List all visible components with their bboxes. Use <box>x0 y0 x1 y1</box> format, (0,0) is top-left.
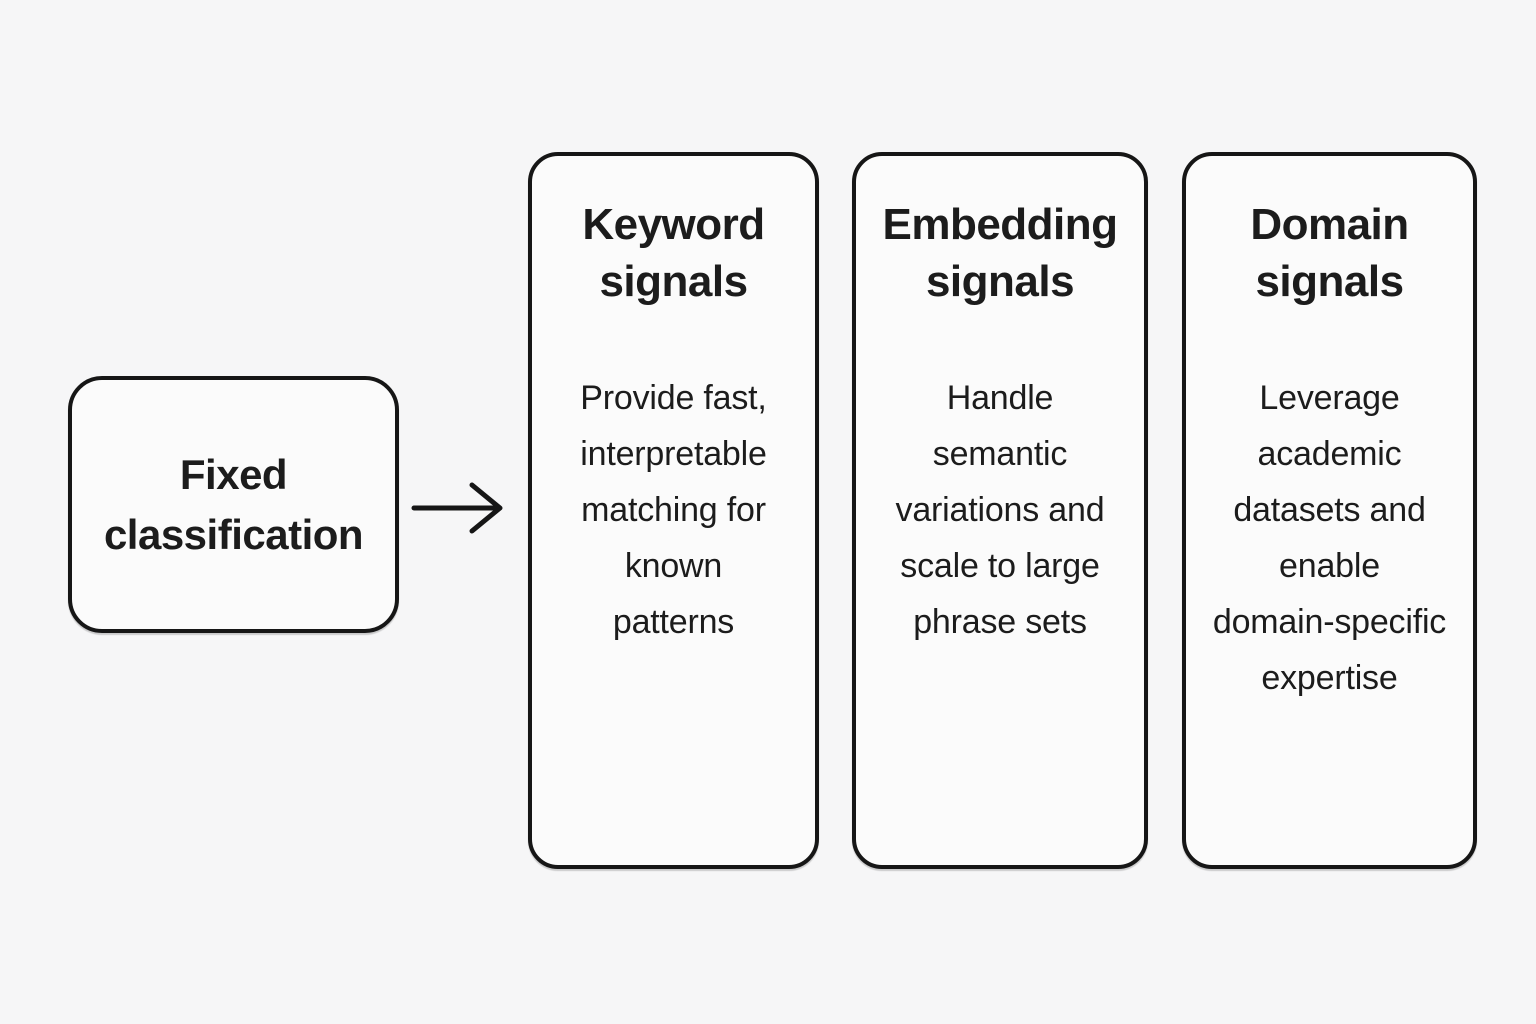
fixed-classification-label: Fixed classification <box>103 450 364 558</box>
card-domain-signals: Domain signals Leverage academic dataset… <box>1182 152 1477 869</box>
card-title: Domain signals <box>1250 200 1409 306</box>
card-keyword-signals: Keyword signals Provide fast, interpreta… <box>528 152 819 869</box>
card-body: Provide fast, interpretable matching for… <box>580 379 767 641</box>
card-embedding-signals: Embedding signals Handle semantic variat… <box>852 152 1148 869</box>
card-title: Keyword signals <box>582 200 765 306</box>
card-body: Leverage academic datasets and enable do… <box>1212 379 1447 697</box>
card-title: Embedding signals <box>882 200 1118 306</box>
card-body: Handle semantic variations and scale to … <box>895 379 1105 641</box>
fixed-classification-box: Fixed classification <box>68 376 399 633</box>
right-arrow-icon <box>411 482 503 534</box>
